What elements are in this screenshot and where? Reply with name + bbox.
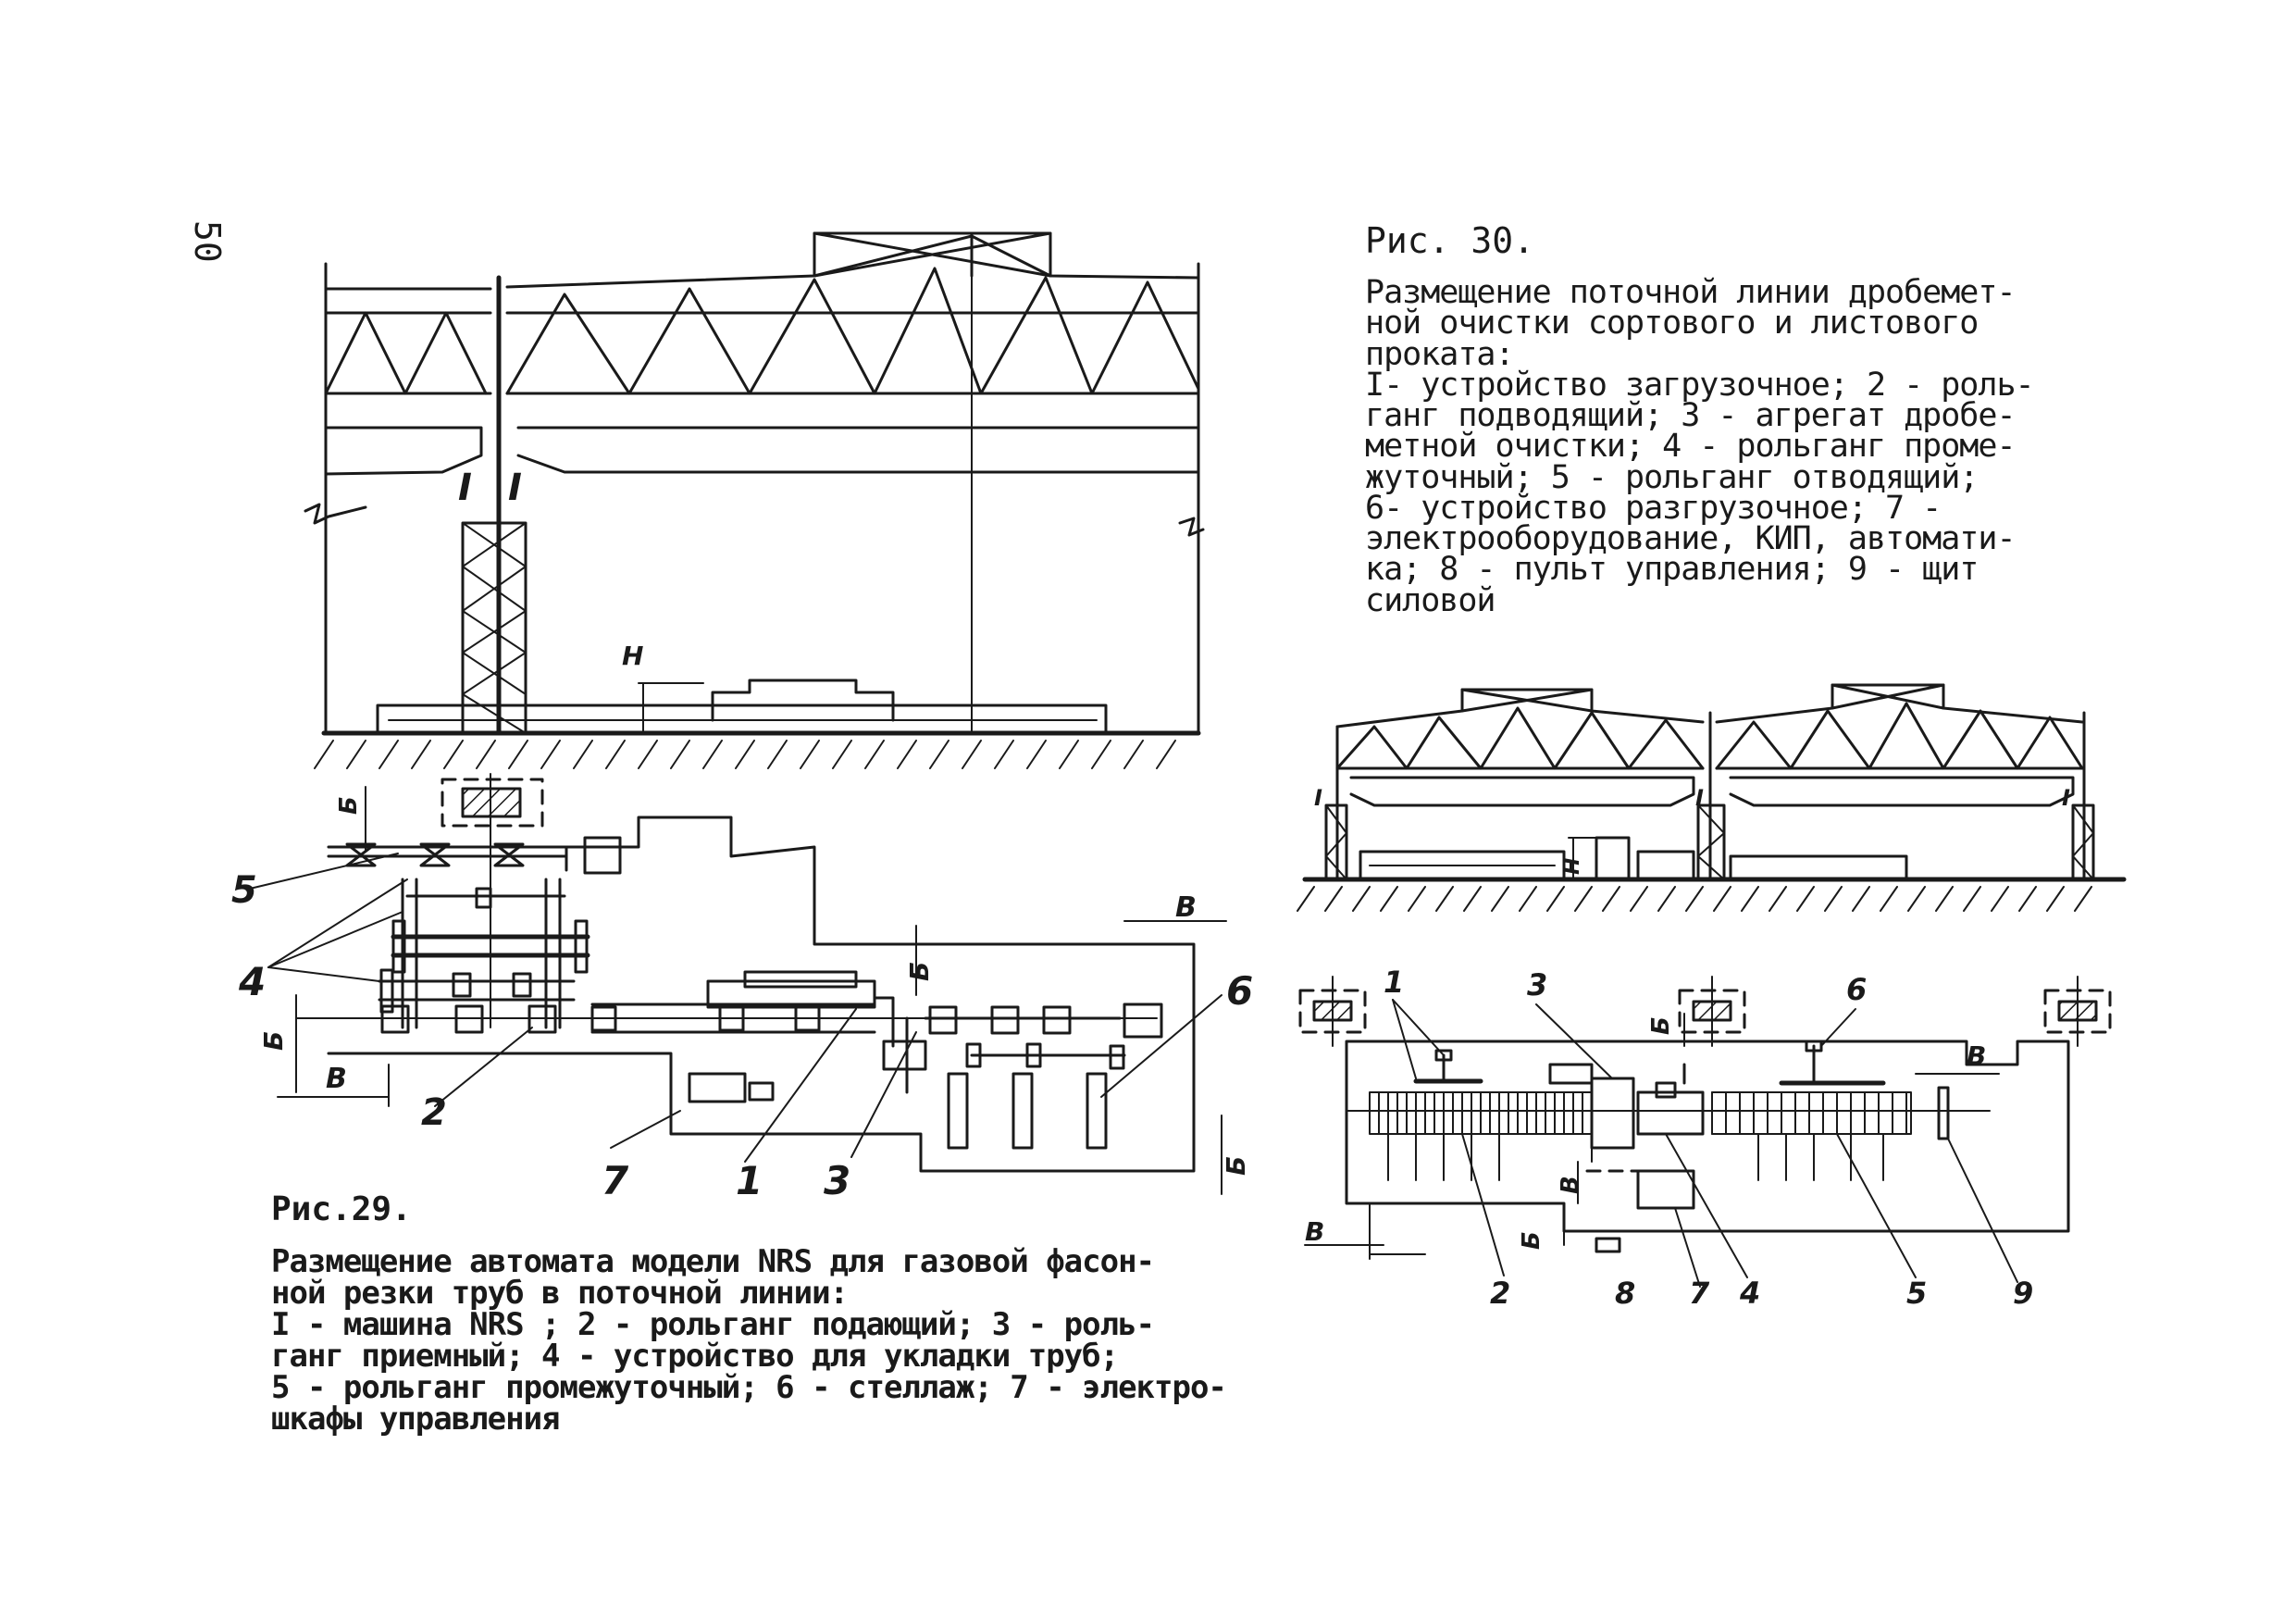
fig30-shot-blast-unit [1590,1077,1635,1150]
fig30-dim-v-right: В [1967,1040,1986,1071]
fig29-label-4: 4 [238,959,266,1004]
fig30-label-3: 3 [1527,967,1547,1003]
fig30-label-7: 7 [1689,1276,1710,1311]
fig29-plan-view: Б [231,773,1253,1203]
fig29-column-mark-right: I [508,467,522,509]
fig29-caption: Размещение автомата модели NRS для газов… [271,1243,1227,1438]
fig30-power-panel [1937,1086,1950,1140]
fig29-truss-left [324,311,488,395]
fig29-section-view: I I H [304,231,1205,769]
fig29-receiving-roller [882,1040,927,1071]
fig29-label-7: 7 [602,1158,629,1203]
fig30-col-mark-3: I [2062,785,2070,811]
fig29-control-cabinet-2 [748,1081,775,1102]
fig30-dim-v-mid: В [1557,1176,1584,1194]
fig30-label-8: 8 [1615,1276,1635,1311]
fig30-caption: Размещение поточной линии дробемет- ной … [1365,274,2035,619]
fig29-label-3: 3 [824,1158,850,1203]
fig29-valve-3 [493,842,525,867]
fig30-control-console [1595,1237,1621,1253]
fig29-ground-hatch [314,740,1176,769]
fig30-section-view: I I I H [1297,683,2127,912]
fig29-label-6: 6 [1226,968,1253,1014]
fig30-col-mark-2: I [1695,785,1704,811]
fig30-label-2: 2 [1490,1276,1510,1311]
fig29-dim-h: H [622,641,643,671]
fig30-dim-b-top: Б [1647,1016,1675,1035]
fig30-dim-v-left: В [1305,1216,1324,1247]
fig29-dim-b-left: Б [258,1031,289,1051]
fig30-dim-h: H [1561,858,1584,875]
fig30-intermediate-roller [1636,1090,1705,1136]
fig30-plan-view: 1 3 6 2 8 7 4 5 9 В В Б В Б [1298,965,2112,1311]
fig29-dim-b-bottom: Б [1221,1156,1251,1176]
fig29-label-1: 1 [736,1158,763,1203]
fig29-label-5: 5 [231,869,257,912]
fig30-label-9: 9 [2013,1276,2033,1311]
fig30-label-4: 4 [1739,1276,1760,1311]
fig29-feed-rollers [380,1004,1072,1035]
fig30-label-1: 1 [1384,965,1404,1000]
fig29-dim-v-left: В [326,1063,347,1095]
fig29-column-mark-left: I [458,467,472,509]
fig29-plan-outline [327,816,1196,1173]
fig29-floor-equipment [376,704,1108,735]
fig30-title: Рис. 30. [1365,220,1535,261]
fig30-feed-roller-table [1369,1049,1593,1181]
fig29-rack-2 [1011,1072,1034,1150]
fig29-dim-b-mid: Б [904,962,935,981]
fig30-dim-b-bottom: Б [1518,1231,1545,1250]
fig29-tube-layer-device [378,878,590,1029]
fig29-nrs-machine [706,979,876,1009]
fig29-rack-1 [947,1072,969,1150]
fig30-plan-outline [1345,1040,2070,1233]
fig29-dim-b-top: Б [335,796,363,815]
fig30-outfeed-roller-table [1711,1080,1912,1181]
fig29-dim-v-top: В [1175,891,1197,924]
fig29-label-2: 2 [421,1091,447,1134]
fig30-label-6: 6 [1846,972,1867,1007]
fig29-title: Рис.29. [271,1190,412,1228]
fig29-column-lattice [461,521,527,735]
fig29-control-cabinet-1 [688,1072,747,1103]
fig29-valve-2 [419,842,451,867]
fig29-truss-right [505,267,1200,395]
fig30-label-5: 5 [1906,1276,1927,1311]
fig30-col-mark-1: I [1314,785,1322,811]
fig30-electrical-equipment [1636,1169,1695,1210]
fig29-rack-3 [1086,1072,1108,1150]
fig29-roof-top-right [505,231,1200,289]
